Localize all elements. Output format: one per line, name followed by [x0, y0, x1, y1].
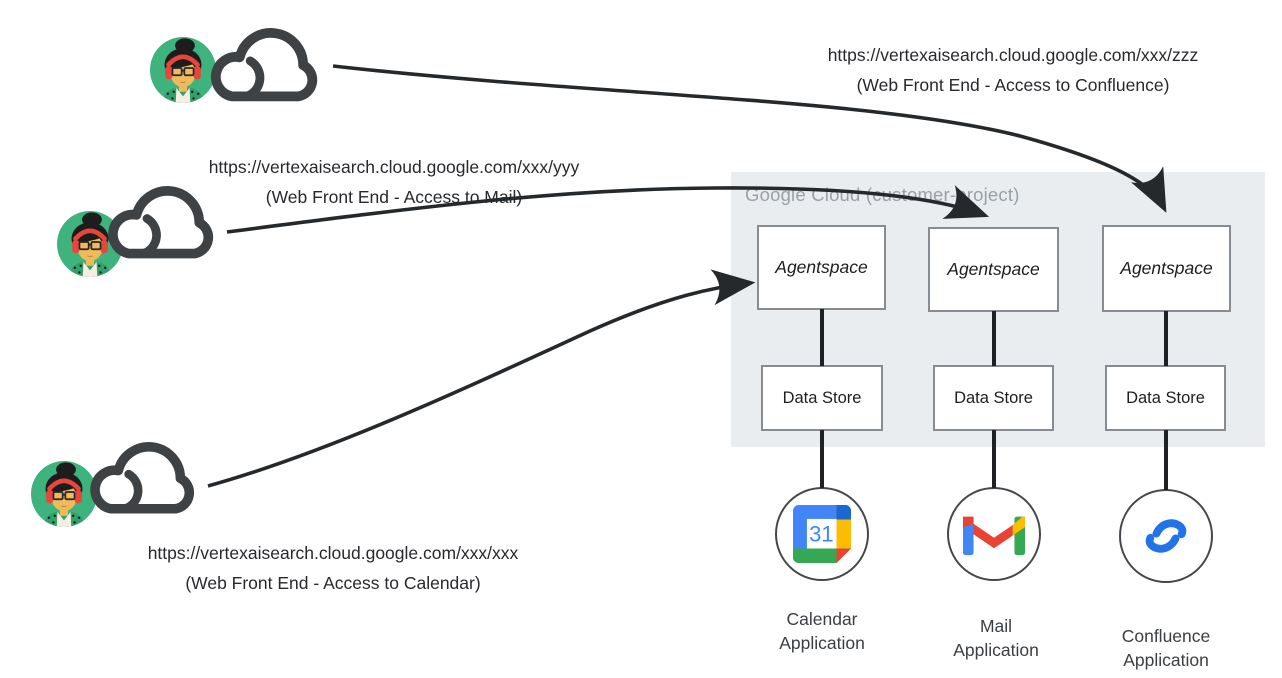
cloud-icon	[108, 186, 214, 259]
data-store-box-calendar: Data Store	[761, 365, 883, 431]
calendar-app-label: Calendar Application	[742, 608, 902, 655]
app-name: Confluence	[1121, 626, 1211, 646]
agentspace-box-mail: Agentspace	[928, 227, 1059, 312]
flow-url: https://vertexaisearch.cloud.google.com/…	[208, 157, 580, 177]
agentspace-label: Agentspace	[947, 259, 1040, 279]
data-store-label: Data Store	[782, 388, 862, 407]
confluence-icon	[1145, 519, 1187, 553]
app-type: Application	[779, 632, 865, 653]
app-name: Calendar	[786, 609, 858, 629]
flow-label: (Web Front End - Access to Mail)	[265, 186, 523, 207]
data-store-label: Data Store	[954, 388, 1033, 407]
app-type: Application	[953, 639, 1039, 660]
cloud-icon	[211, 28, 318, 102]
user-avatar-icon	[150, 37, 216, 103]
app-name: Mail	[979, 616, 1013, 636]
mail-app-node	[947, 487, 1041, 581]
google-cloud-panel-title: Google Cloud (customer-project)	[745, 184, 1020, 205]
confluence-app-node	[1119, 489, 1213, 583]
agentspace-box-calendar: Agentspace	[757, 225, 886, 310]
agentspace-label: Agentspace	[775, 257, 868, 277]
arrow-calendar-flow	[207, 269, 756, 488]
confluence-app-label: Confluence Application	[1086, 625, 1246, 672]
data-store-label: Data Store	[1126, 388, 1205, 407]
gmail-icon	[963, 516, 1025, 556]
cloud-icon	[90, 442, 195, 514]
flow-url: https://vertexaisearch.cloud.google.com/…	[827, 45, 1199, 65]
flow-text-mail: https://vertexaisearch.cloud.google.com/…	[154, 153, 634, 212]
flow-label: (Web Front End - Access to Calendar)	[185, 572, 481, 593]
agentspace-label: Agentspace	[1120, 258, 1213, 278]
agentspace-box-confluence: Agentspace	[1102, 225, 1231, 312]
flow-text-confluence: https://vertexaisearch.cloud.google.com/…	[773, 41, 1253, 100]
user-avatar-icon	[31, 461, 97, 527]
google-calendar-icon: 31	[793, 505, 851, 563]
flow-text-calendar: https://vertexaisearch.cloud.google.com/…	[93, 539, 573, 598]
data-store-box-confluence: Data Store	[1105, 365, 1226, 431]
svg-text:31: 31	[809, 522, 834, 547]
user-avatar-icon	[57, 211, 123, 277]
app-type: Application	[1123, 649, 1209, 670]
data-store-box-mail: Data Store	[933, 365, 1054, 431]
calendar-app-node: 31	[775, 487, 869, 581]
flow-url: https://vertexaisearch.cloud.google.com/…	[147, 543, 519, 563]
mail-app-label: Mail Application	[916, 615, 1076, 662]
flow-label: (Web Front End - Access to Confluence)	[856, 74, 1170, 95]
